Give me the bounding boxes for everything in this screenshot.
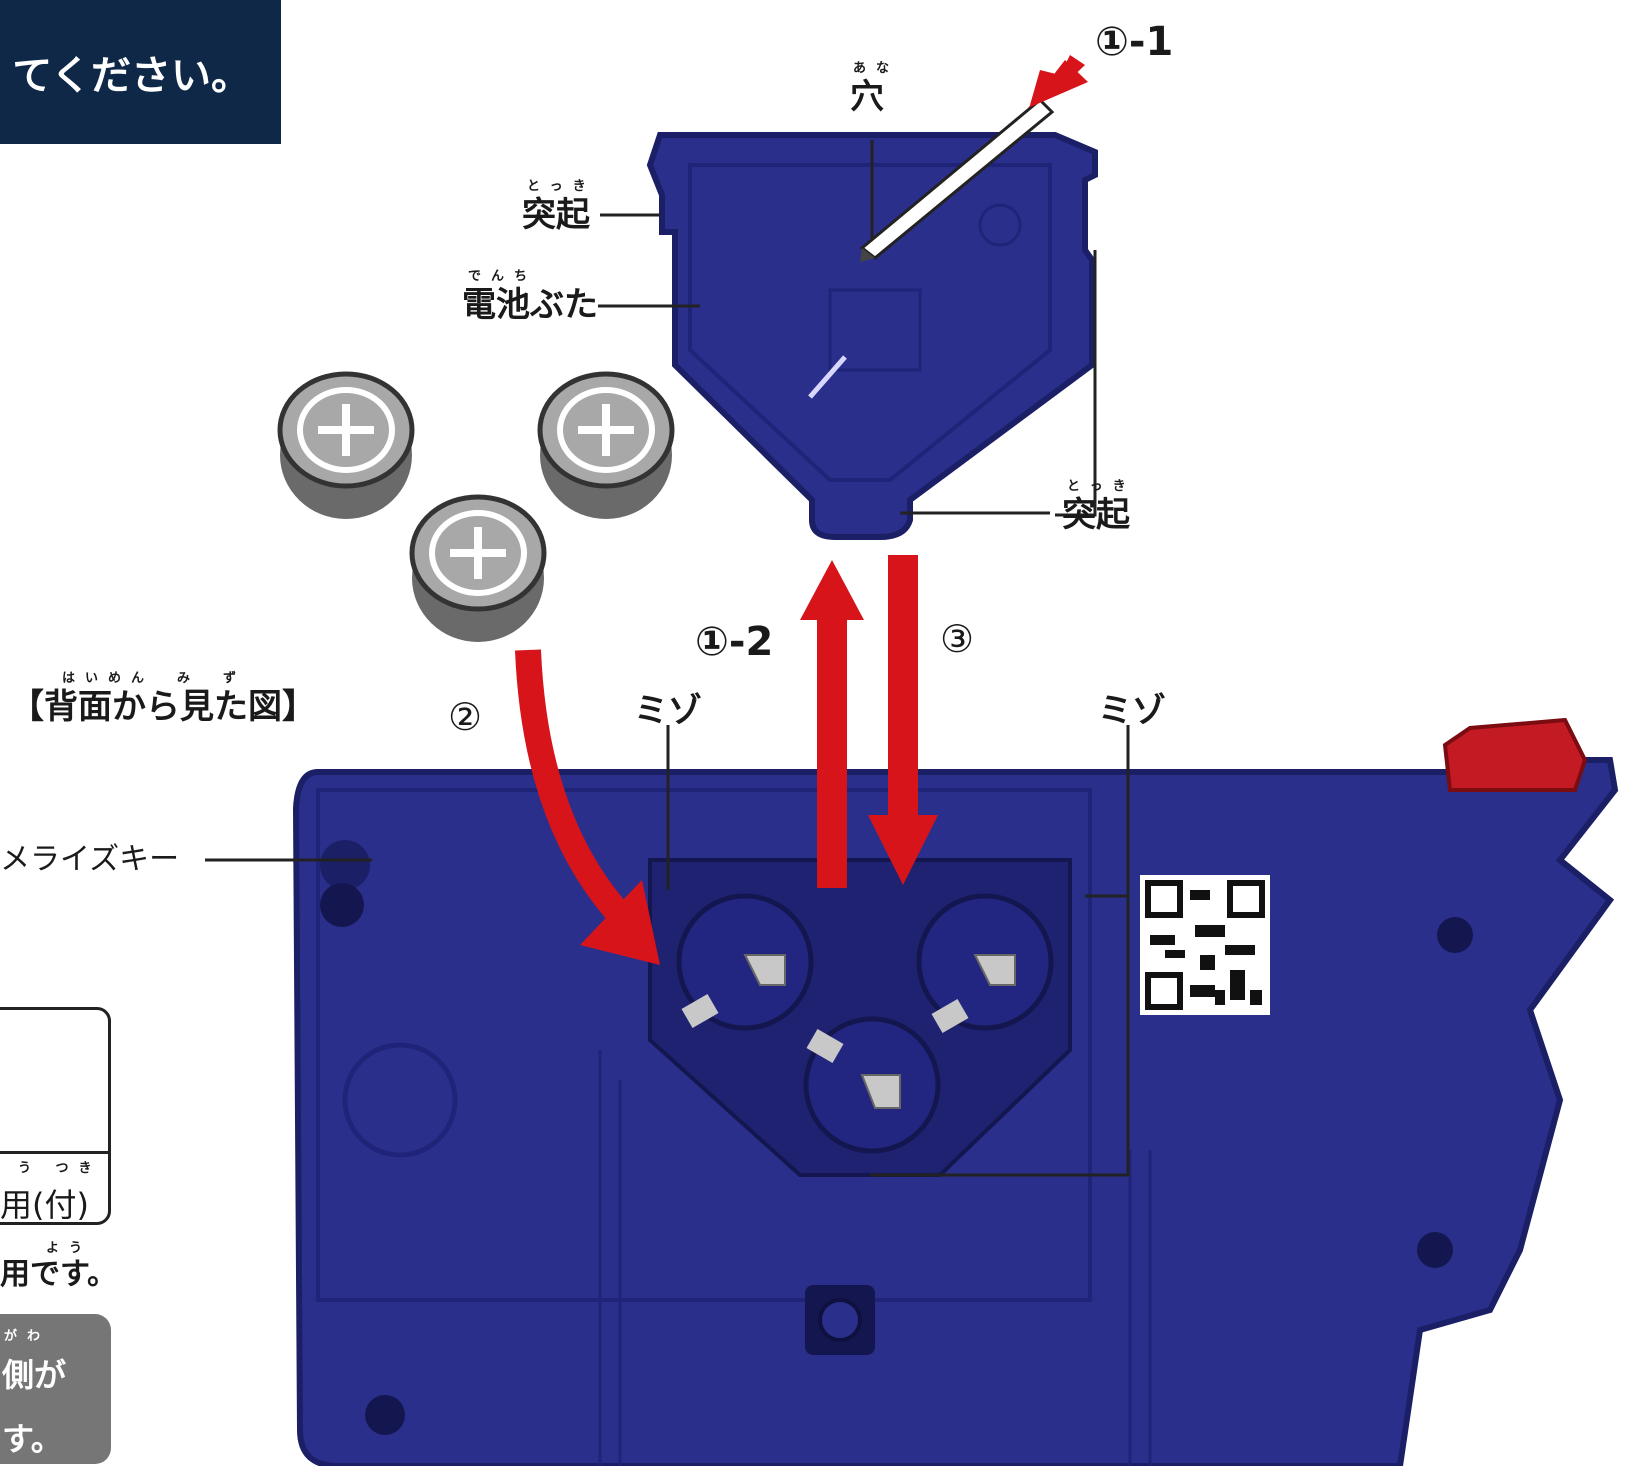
protrusion-left-label: 突起: [522, 195, 590, 235]
banner-text: てください。: [12, 53, 251, 99]
protrusion-right-label: 突起: [1062, 495, 1130, 535]
arrow-step-2: [515, 649, 660, 965]
rear-view-ruby: はいめん み ず: [62, 671, 247, 686]
battery-cover-ruby: でんち: [468, 269, 538, 284]
use-line-ruby: よう: [46, 1241, 93, 1256]
header-banner: てください。: [0, 0, 281, 144]
step-1-2-label: ①-2: [695, 619, 774, 665]
rear-view-label: 【背面から見た図】: [10, 687, 316, 727]
leader-lines: [205, 140, 1130, 1177]
protrusion-left-ruby: とっき: [527, 179, 596, 194]
step-1-1-label: ①-1: [1095, 19, 1174, 65]
hole-ruby: あな: [853, 61, 900, 76]
note-box-bottom: 用(付): [0, 1186, 89, 1224]
battery-cover-label: 電池ぶた: [462, 285, 598, 325]
arrow-step-1-2: [800, 560, 864, 888]
battery-compartment: [648, 858, 1072, 1177]
battery-icon: [537, 371, 675, 519]
groove-right-label: ミゾ: [1098, 691, 1166, 731]
step-2-label: ②: [448, 695, 483, 739]
note-divider: [0, 1151, 111, 1154]
note-grey-box: がわ 側が す。: [0, 1314, 111, 1464]
groove-left-label: ミゾ: [634, 691, 702, 731]
use-line: 用です。: [0, 1257, 117, 1292]
device-red-tab: [1442, 717, 1588, 792]
hole-label: 穴: [850, 77, 884, 117]
note-box-ruby: う つき: [18, 1161, 102, 1176]
step-3-label: ③: [940, 617, 975, 661]
note-box: [0, 1007, 111, 1225]
grey-line2: す。: [2, 1420, 63, 1458]
protrusion-right-ruby: とっき: [1067, 479, 1136, 494]
battery-icon: [409, 494, 547, 642]
pen-icon: [859, 97, 1055, 262]
key-label: メライズキー: [0, 842, 180, 877]
arrow-step-3: [868, 555, 938, 885]
grey-line1: 側が: [2, 1356, 67, 1394]
grey-line1-ruby: がわ: [4, 1329, 51, 1344]
battery-icon: [277, 371, 415, 519]
battery-cover: [646, 132, 1098, 540]
qr-code-icon: [1140, 875, 1270, 1015]
